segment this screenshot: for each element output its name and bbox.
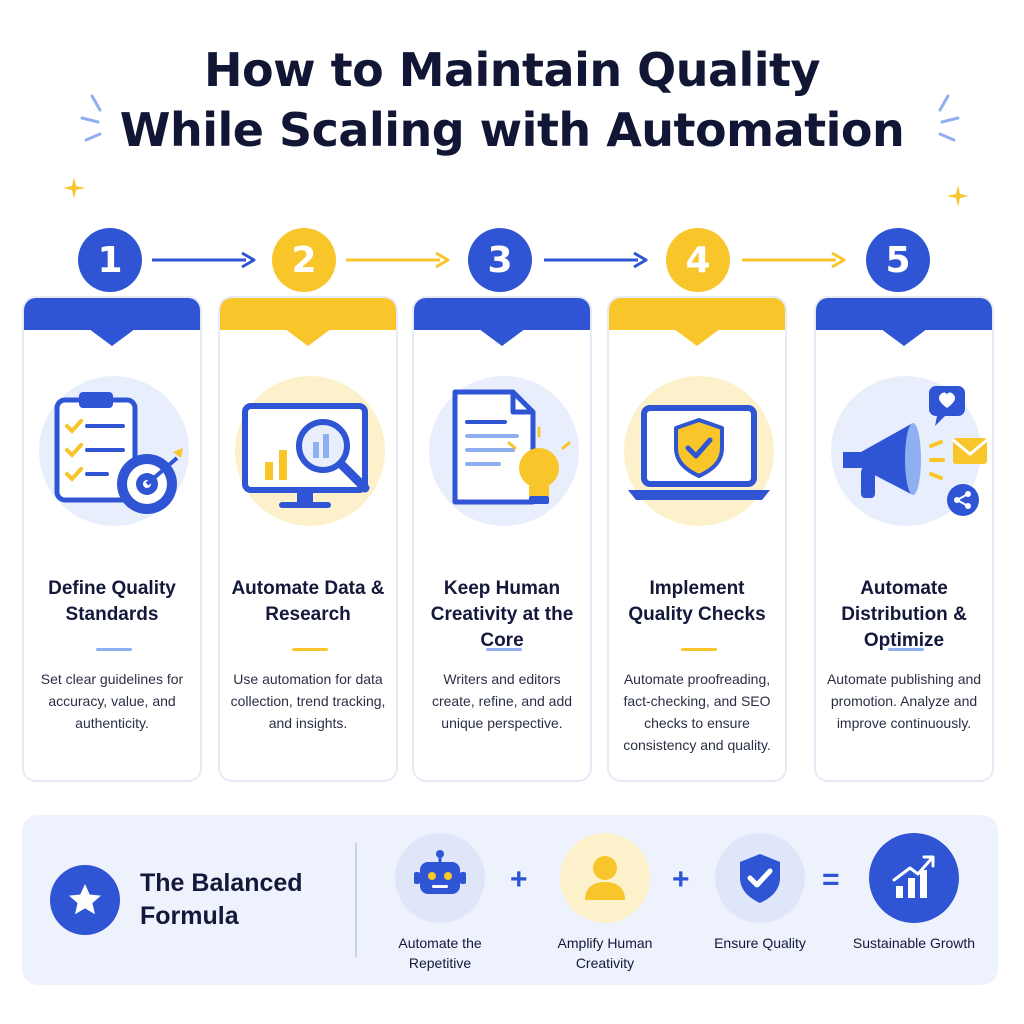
- step-number-1: 1: [78, 228, 142, 292]
- formula-title: The Balanced Formula: [140, 869, 303, 930]
- card-header-band: [220, 298, 396, 346]
- step-card-2: Automate Data & Research Use automation …: [218, 296, 398, 782]
- step-number-5: 5: [866, 228, 930, 292]
- step-heading: Automate Data & Research: [231, 578, 385, 625]
- arrow-right-icon: [152, 251, 256, 269]
- formula-label: Automate the Repetitive: [398, 935, 482, 971]
- formula-label: Amplify Human Creativity: [557, 935, 653, 971]
- step-number-4: 4: [666, 228, 730, 292]
- card-header-band: [414, 298, 590, 346]
- equals-operator: =: [822, 863, 840, 896]
- sparkle-lines-right-icon: [938, 94, 960, 142]
- card-header-band: [609, 298, 785, 346]
- person-icon: [560, 833, 650, 923]
- step-heading: Keep Human Creativity at the Core: [430, 578, 574, 651]
- divider: [681, 648, 717, 651]
- title-line-1: How to Maintain Quality: [203, 43, 821, 97]
- step-heading: Automate Distribution & Optimize: [841, 578, 967, 651]
- arrow-right-icon: [544, 251, 648, 269]
- star-icon: [50, 865, 120, 935]
- star-sparkle-right-icon: [947, 185, 969, 207]
- divider: [486, 648, 522, 651]
- balanced-formula-panel: The Balanced Formula Automate the Repeti…: [22, 815, 998, 985]
- shield-check-icon: [715, 833, 805, 923]
- divider: [96, 648, 132, 651]
- step-description: Automate proofreading, fact-checking, an…: [623, 671, 771, 753]
- divider: [888, 648, 924, 651]
- sparkle-lines-left-icon: [80, 94, 102, 142]
- step-number-3: 3: [468, 228, 532, 292]
- step-description: Automate publishing and promotion. Analy…: [826, 671, 982, 731]
- step-heading: Implement Quality Checks: [628, 578, 766, 625]
- clipboard-target-icon: [54, 392, 183, 514]
- step-card-4: Implement Quality Checks Automate proofr…: [607, 296, 787, 782]
- illustration-background: [235, 376, 385, 526]
- robot-icon: [395, 833, 485, 923]
- card-header-band: [24, 298, 200, 346]
- vertical-divider: [355, 843, 357, 957]
- plus-operator: +: [672, 863, 690, 896]
- plus-operator: +: [510, 863, 528, 896]
- star-sparkle-left-icon: [63, 177, 85, 199]
- illustration-background: [429, 376, 579, 526]
- illustration-background: [831, 376, 988, 526]
- illustration-background: [39, 376, 189, 526]
- arrow-right-icon: [346, 251, 450, 269]
- illustration-background: [624, 376, 774, 526]
- formula-label: Ensure Quality: [714, 935, 806, 951]
- step-description: Use automation for data collection, tren…: [230, 671, 386, 731]
- arrow-right-icon: [742, 251, 846, 269]
- step-heading: Define Quality Standards: [48, 578, 176, 625]
- growth-chart-icon: [869, 833, 959, 923]
- megaphone-icon: [843, 386, 988, 516]
- step-description: Writers and editors create, refine, and …: [431, 671, 573, 731]
- page-title: How to Maintain Quality While Scaling wi…: [0, 40, 1024, 160]
- document-lightbulb-icon: [452, 389, 571, 505]
- step-card-3: Keep Human Creativity at the Core Writer…: [412, 296, 592, 782]
- divider: [292, 648, 328, 651]
- formula-label: Sustainable Growth: [852, 935, 976, 951]
- step-description: Set clear guidelines for accuracy, value…: [40, 671, 184, 731]
- laptop-shield-icon: [628, 405, 770, 500]
- title-line-2: While Scaling with Automation: [119, 103, 905, 157]
- card-header-band: [816, 298, 992, 346]
- step-card-1: Define Quality Standards Set clear guide…: [22, 296, 202, 782]
- step-number-2: 2: [272, 228, 336, 292]
- monitor-magnifier-icon: [242, 403, 370, 508]
- step-card-5: Automate Distribution & Optimize Automat…: [814, 296, 994, 782]
